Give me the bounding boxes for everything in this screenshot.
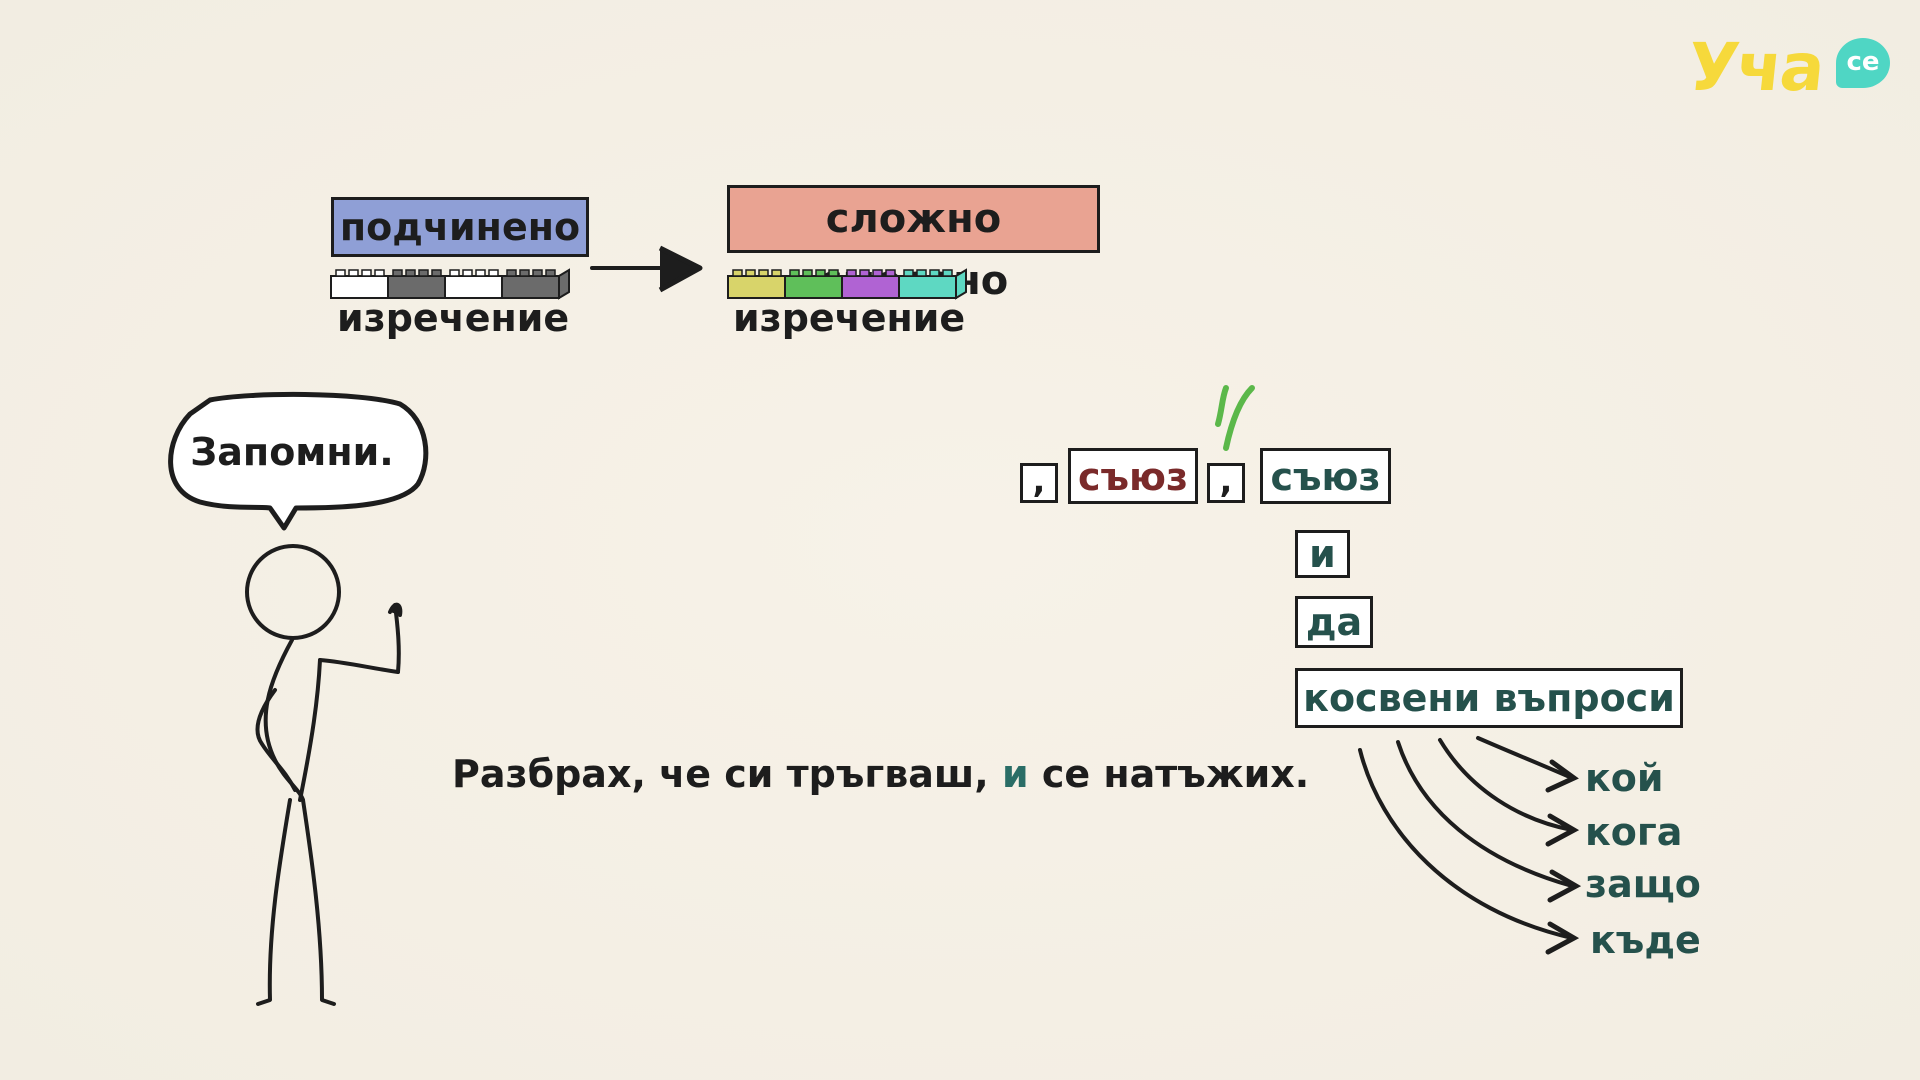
lego-stud <box>815 269 826 277</box>
left-lego-bricks <box>330 268 570 300</box>
lego-brick-side <box>558 268 570 300</box>
lego-brick <box>727 275 786 299</box>
lego-stud <box>488 269 499 277</box>
lego-stud <box>418 269 429 277</box>
logo-badge: се <box>1836 38 1890 88</box>
subordinate-label: подчинено <box>331 197 589 257</box>
lego-stud <box>942 269 953 277</box>
question-word-zashto: защо <box>1585 862 1701 906</box>
sentence-part-before: Разбрах, че си тръгваш, <box>452 752 1002 796</box>
lego-brick <box>444 275 503 299</box>
lego-stud <box>449 269 460 277</box>
question-word-koga: кога <box>1585 810 1683 854</box>
conjunction-i-token: и <box>1295 530 1350 578</box>
lego-stud <box>846 269 857 277</box>
comma-token-second: , <box>1207 463 1245 503</box>
example-sentence: Разбрах, че си тръгваш, и се натъжих. <box>452 752 1309 796</box>
lego-stud <box>859 269 870 277</box>
check-icon <box>1215 385 1255 451</box>
lego-stud <box>872 269 883 277</box>
lego-stud <box>916 269 927 277</box>
compound-mixed-sub-label: изречение <box>733 296 966 340</box>
lego-stud <box>802 269 813 277</box>
lego-stud <box>828 269 839 277</box>
lego-stud <box>545 269 556 277</box>
sentence-part-after: се натъжих. <box>1028 752 1310 796</box>
lego-brick <box>387 275 446 299</box>
lego-stud <box>771 269 782 277</box>
lego-stud <box>475 269 486 277</box>
figure-head <box>245 544 341 640</box>
lego-stud <box>348 269 359 277</box>
lego-stud <box>903 269 914 277</box>
stick-figure <box>245 544 403 1006</box>
lego-stud <box>431 269 442 277</box>
lego-stud <box>885 269 896 277</box>
lego-stud <box>462 269 473 277</box>
indirect-questions-token: косвени въпроси <box>1295 668 1683 728</box>
comma-token: , <box>1020 463 1058 503</box>
lego-stud <box>361 269 372 277</box>
lego-brick <box>501 275 560 299</box>
lego-stud <box>405 269 416 277</box>
conjunction-da-token: да <box>1295 596 1373 648</box>
conjunction-token-first: съюз <box>1068 448 1198 504</box>
lego-stud <box>532 269 543 277</box>
lego-stud <box>732 269 743 277</box>
lego-stud <box>506 269 517 277</box>
conjunction-token-second: съюз <box>1260 448 1391 504</box>
subordinate-sub-label: изречение <box>337 296 570 340</box>
lego-stud <box>335 269 346 277</box>
bubble-text: Запомни. <box>190 430 394 474</box>
lego-brick <box>784 275 843 299</box>
lego-stud <box>758 269 769 277</box>
lego-brick-side <box>955 268 967 300</box>
logo: Уча се <box>1684 28 1898 108</box>
lego-stud <box>374 269 385 277</box>
lego-stud <box>519 269 530 277</box>
right-lego-bricks <box>727 268 967 300</box>
lego-brick <box>898 275 957 299</box>
question-word-kade: къде <box>1590 918 1701 962</box>
question-word-koy: кой <box>1585 756 1664 800</box>
speech-bubble <box>168 391 429 531</box>
sentence-highlight: и <box>1001 752 1029 796</box>
lego-stud <box>929 269 940 277</box>
lego-stud <box>789 269 800 277</box>
question-arrows <box>1358 736 1582 955</box>
lego-brick <box>841 275 900 299</box>
lego-stud <box>392 269 403 277</box>
transform-arrow-icon <box>590 245 703 293</box>
lego-brick <box>330 275 389 299</box>
lego-stud <box>745 269 756 277</box>
